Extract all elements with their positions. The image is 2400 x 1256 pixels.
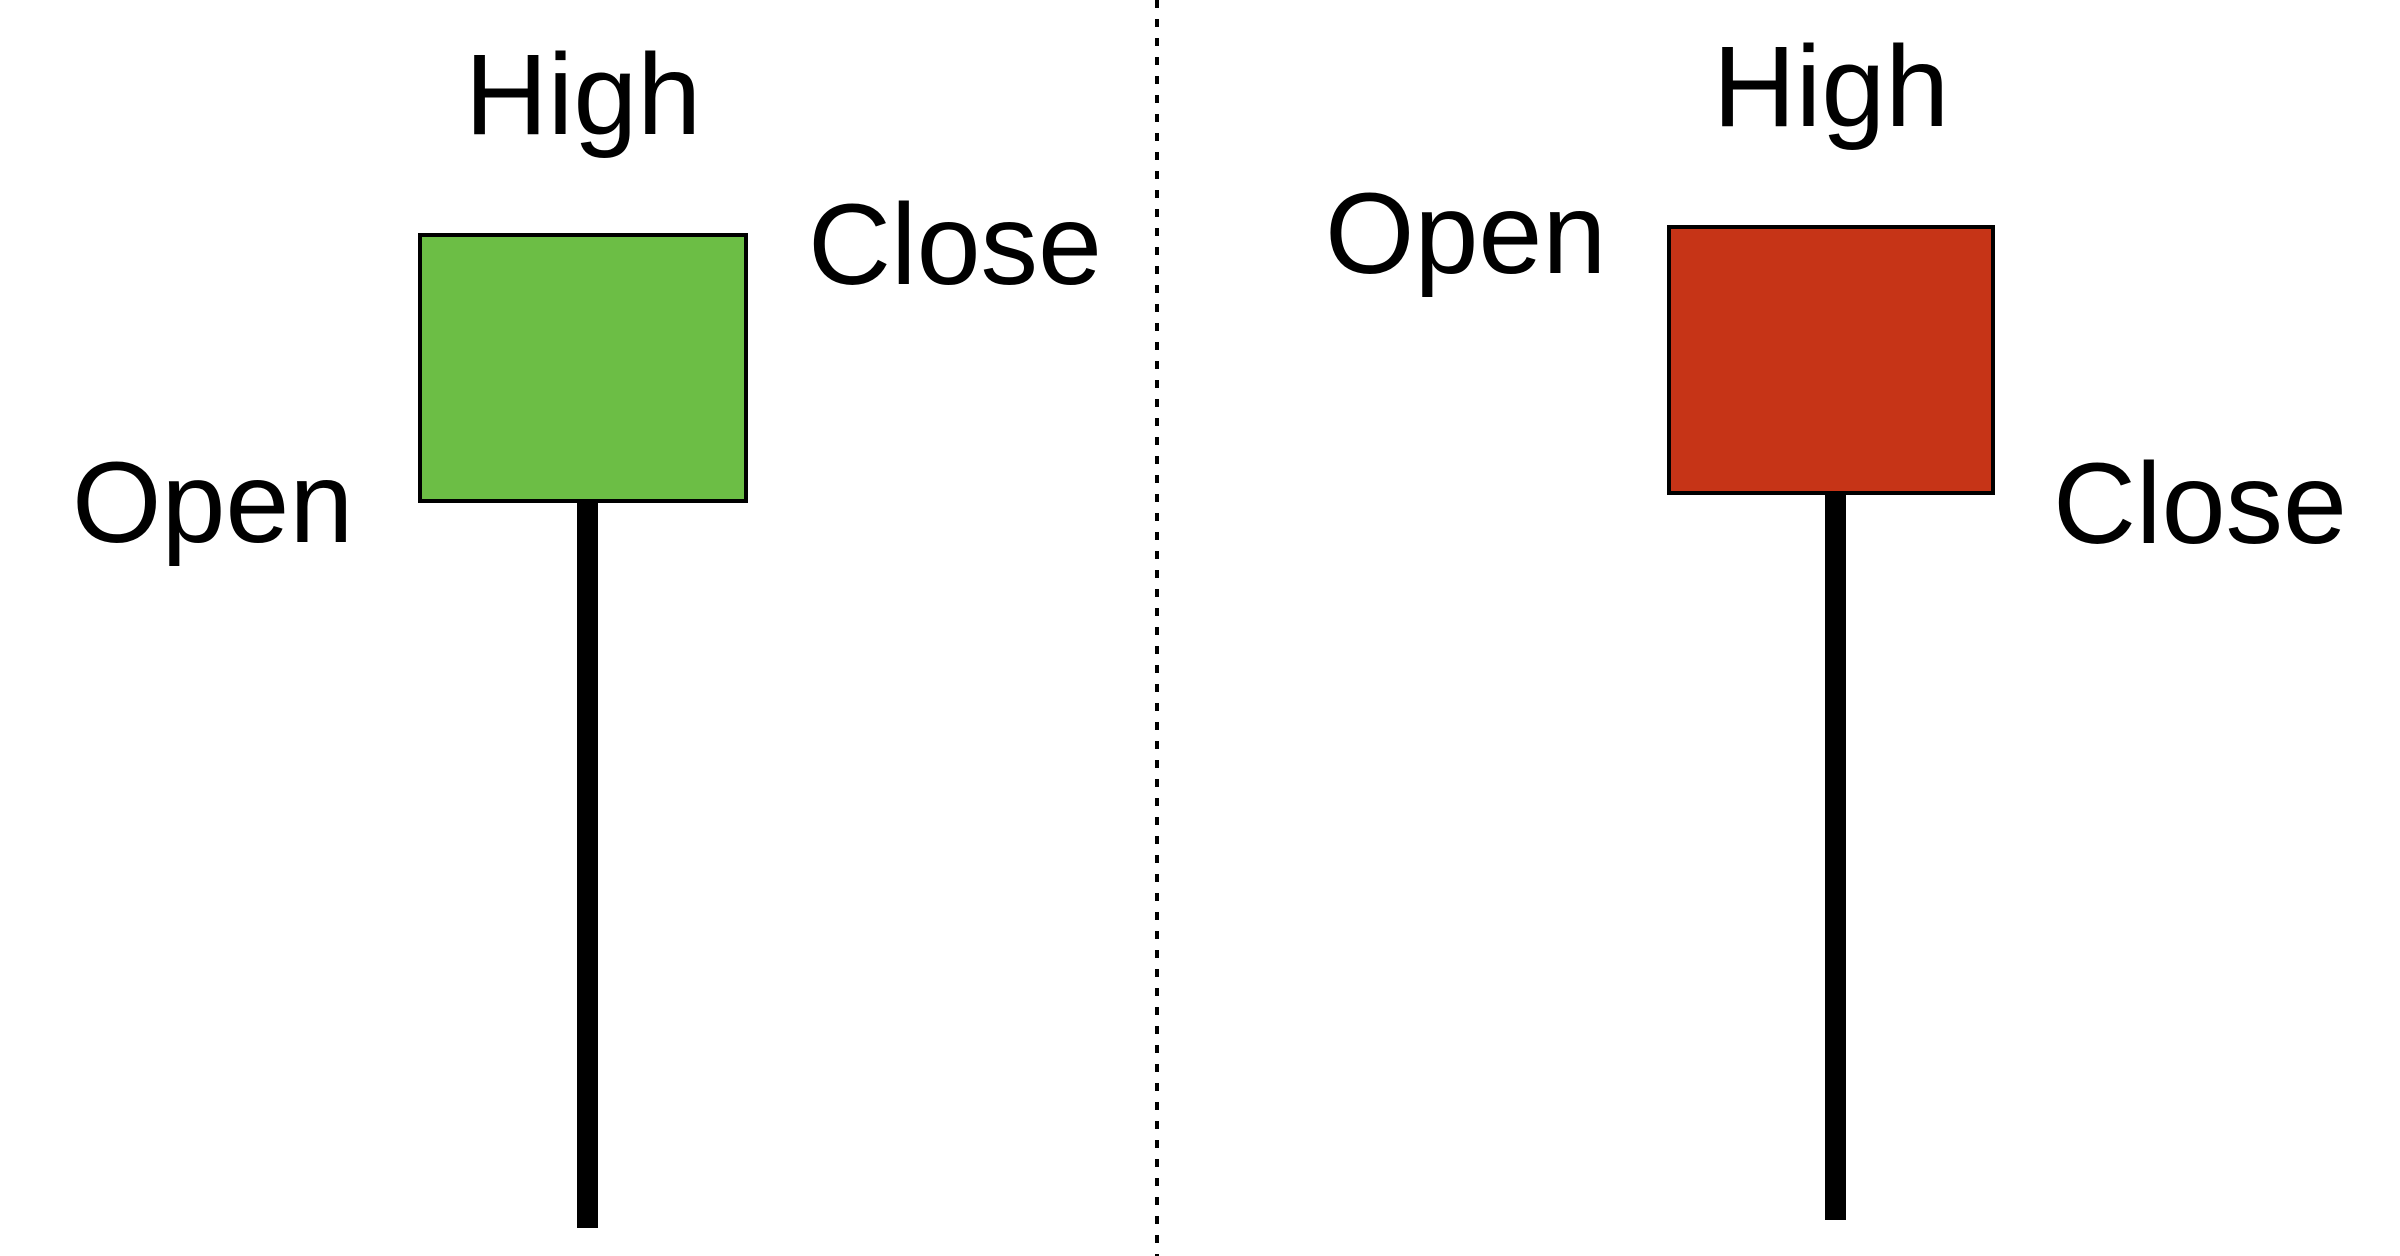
bearish-open-label: Open (1325, 170, 1607, 298)
bullish-close-label: Close (808, 181, 1103, 309)
bearish-candle-body (1667, 225, 1995, 495)
panel-divider-dashed-line (1155, 0, 1159, 1256)
bullish-candle-wick (577, 501, 598, 1228)
bearish-close-label: Close (2053, 440, 2348, 568)
bearish-candle-wick (1825, 493, 1846, 1220)
bullish-candle-body (418, 233, 748, 503)
bullish-open-label: Open (72, 439, 354, 567)
bearish-high-label: High (1712, 23, 1950, 151)
bullish-high-label: High (464, 31, 702, 159)
